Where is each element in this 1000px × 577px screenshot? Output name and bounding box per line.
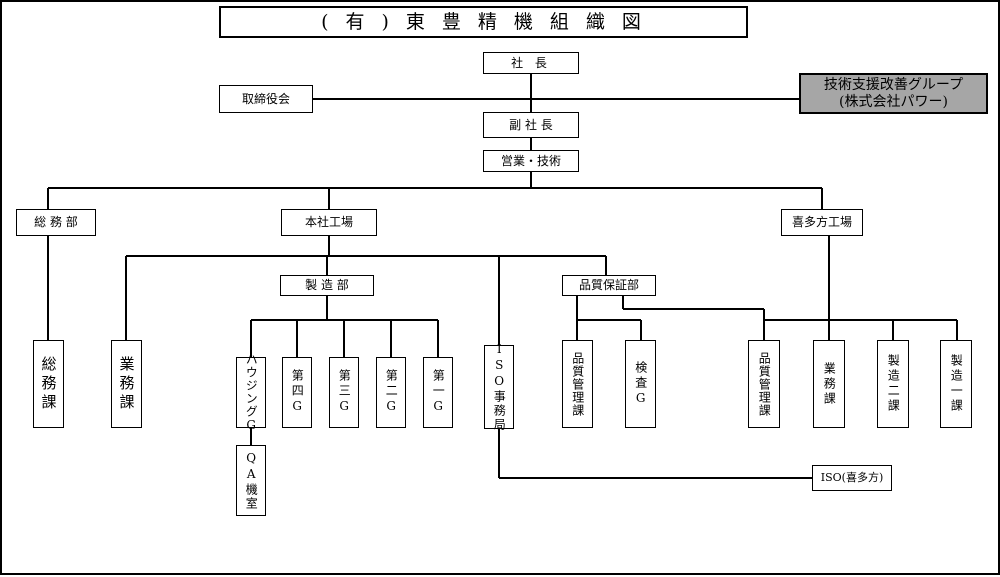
consultant-line-2: (株式会社パワー) [839,93,948,110]
node-head-factory: 本社工場 [281,209,377,236]
node-kitakata-business-section: 業務課 [813,340,845,428]
node-vice-president: 副 社 長 [483,112,579,138]
node-qa-room: QA機室 [236,445,266,516]
node-qm-section: 品質管理課 [562,340,593,428]
node-board: 取締役会 [219,85,313,113]
node-inspection-g: 検査G [625,340,656,428]
chart-title: (有)東豊精機組織図 [219,6,748,38]
node-president: 社 長 [483,52,579,74]
consultant-line-1: 技術支援改善グループ [823,76,964,93]
node-iso-office: ISO事務局 [484,342,514,432]
node-qa-dept: 品質保証部 [562,275,656,296]
node-kitakata-factory: 喜多方工場 [781,209,863,236]
node-manufacturing-dept: 製 造 部 [280,275,374,296]
node-manufacturing-1: 製造一課 [940,340,972,428]
node-sales-tech: 営業・技術 [483,150,579,172]
node-general-affairs-section: 総務課 [33,340,64,428]
node-housing-g: ハウジングG [236,353,266,433]
node-group-3: 第三G [329,357,359,428]
node-consultant: 技術支援改善グループ (株式会社パワー) [799,73,988,114]
node-group-1: 第一G [423,357,453,428]
node-manufacturing-2: 製造二課 [877,340,909,428]
node-iso-kitakata: ISO(喜多方) [812,465,892,491]
node-general-affairs-dept: 総 務 部 [16,209,96,236]
node-business-section: 業務課 [111,340,142,428]
node-group-4: 第四G [282,357,312,428]
node-group-2: 第二G [376,357,406,428]
node-kitakata-qm-section: 品質管理課 [748,340,780,428]
